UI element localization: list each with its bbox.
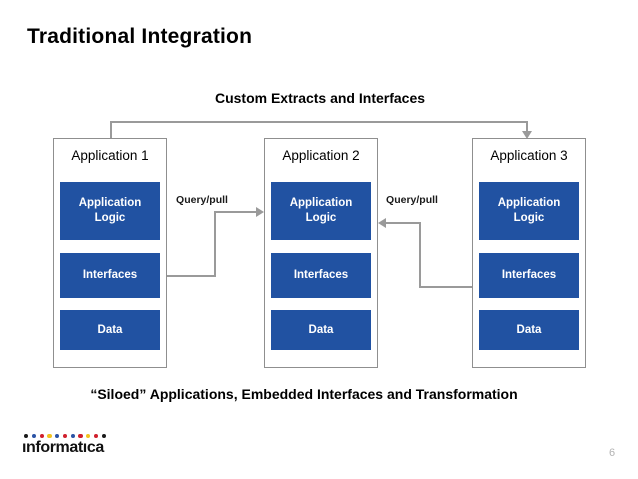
application-3-logic-layer: Application Logic — [479, 182, 579, 240]
logo-dot — [62, 434, 68, 439]
bottom-caption: “Siloed” Applications, Embedded Interfac… — [90, 386, 518, 402]
connector2-vertical-line — [419, 222, 421, 288]
logo-dot — [86, 434, 91, 439]
connector1-vertical-line — [214, 211, 216, 277]
layer-label: Data — [97, 323, 123, 336]
top-connector-label: Custom Extracts and Interfaces — [214, 90, 426, 106]
application-1-interfaces-layer: Interfaces — [60, 253, 160, 298]
application-3-title: Application 3 — [490, 148, 568, 163]
application-3-data-layer: Data — [479, 310, 579, 350]
layer-label: Data — [516, 323, 542, 336]
application-3-box: Application 3 Application Logic Interfac… — [472, 138, 586, 368]
connector2-bottom-line — [420, 286, 478, 288]
connector1-bottom-line — [160, 275, 216, 277]
page-number: 6 — [608, 447, 616, 459]
top-connector-right-vertical-line — [526, 121, 528, 132]
arrowhead-down-icon — [522, 131, 532, 139]
application-1-title: Application 1 — [71, 148, 149, 163]
logo-dot — [55, 434, 60, 439]
layer-label: Interfaces — [501, 269, 557, 282]
connector1-top-line — [214, 211, 257, 213]
logo-dot — [94, 434, 99, 439]
logo-dot — [24, 434, 29, 439]
top-connector-horizontal-line — [110, 121, 528, 123]
informatica-logo: ınformatıca — [22, 434, 106, 456]
top-connector-left-vertical-line — [110, 121, 112, 139]
arrowhead-left-icon — [378, 218, 386, 228]
layer-label: Application Logic — [289, 197, 353, 224]
layer-label: Application Logic — [78, 197, 142, 224]
logo-wordmark: ınformatıca — [22, 439, 104, 457]
application-2-interfaces-layer: Interfaces — [271, 253, 371, 298]
logo-dot — [47, 434, 52, 439]
connector-label-query-pull-2: Query/pull — [386, 194, 438, 206]
slide-title: Traditional Integration — [27, 25, 253, 48]
logo-dot — [39, 434, 44, 439]
application-1-data-layer: Data — [60, 310, 160, 350]
connector-label-query-pull-1: Query/pull — [176, 194, 228, 206]
application-1-box: Application 1 Application Logic Interfac… — [53, 138, 167, 368]
logo-dot — [101, 434, 106, 439]
application-2-box: Application 2 Application Logic Interfac… — [264, 138, 378, 368]
logo-dot — [31, 434, 36, 439]
layer-label: Data — [308, 323, 334, 336]
application-3-interfaces-layer: Interfaces — [479, 253, 579, 298]
logo-dots-icon — [24, 434, 106, 439]
layer-label: Interfaces — [293, 269, 349, 282]
application-1-logic-layer: Application Logic — [60, 182, 160, 240]
application-2-logic-layer: Application Logic — [271, 182, 371, 240]
layer-label: Interfaces — [82, 269, 138, 282]
connector2-top-line — [386, 222, 421, 224]
application-2-data-layer: Data — [271, 310, 371, 350]
layer-label: Application Logic — [497, 197, 561, 224]
logo-dot — [78, 434, 83, 439]
logo-dot — [70, 434, 75, 439]
application-2-title: Application 2 — [282, 148, 360, 163]
arrowhead-right-icon — [256, 207, 264, 217]
